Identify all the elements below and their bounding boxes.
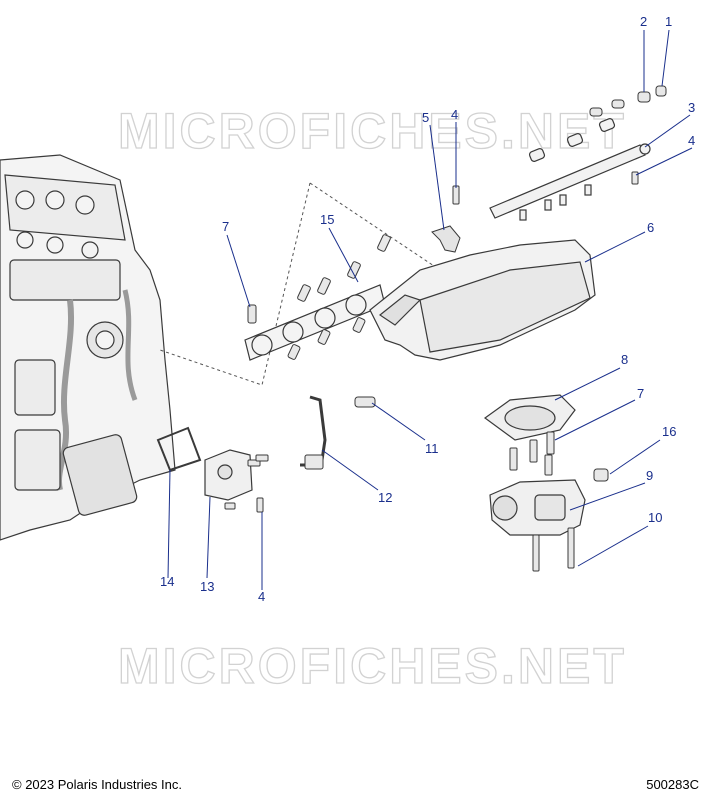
callout-8: 8 bbox=[621, 352, 628, 367]
part-5-sensor bbox=[431, 225, 461, 253]
part-13-screws bbox=[224, 454, 269, 510]
callout-10: 10 bbox=[648, 510, 662, 525]
assembly-dashed-line bbox=[159, 182, 441, 386]
part-12-connector bbox=[304, 454, 324, 470]
callout-11: 11 bbox=[425, 441, 439, 456]
callout-13: 13 bbox=[200, 579, 214, 594]
callout-7a: 7 bbox=[222, 219, 229, 234]
part-13-cover bbox=[204, 449, 253, 501]
part-16-plug bbox=[593, 468, 609, 482]
copyright-notice: © 2023 Polaris Industries Inc. bbox=[12, 777, 182, 792]
callout-2: 2 bbox=[640, 14, 647, 29]
watermark-top: MICROFICHES.NET bbox=[118, 103, 627, 159]
watermark-bottom: MICROFICHES.NET bbox=[118, 638, 627, 694]
callout-15: 15 bbox=[320, 212, 334, 227]
leader-lines bbox=[167, 29, 693, 590]
drawing-number: 500283C bbox=[646, 777, 699, 792]
part-14-gasket bbox=[156, 426, 202, 472]
callout-4b: 4 bbox=[688, 133, 695, 148]
callout-7b: 7 bbox=[637, 386, 644, 401]
part-7-bolts bbox=[509, 431, 555, 476]
callout-14: 14 bbox=[160, 574, 174, 589]
part-10-bolts bbox=[532, 527, 575, 572]
callout-6: 6 bbox=[647, 220, 654, 235]
part-1-2-injector-seals bbox=[589, 85, 667, 117]
callout-4a: 4 bbox=[451, 107, 458, 122]
callout-9: 9 bbox=[646, 468, 653, 483]
callout-4c: 4 bbox=[258, 589, 265, 604]
callout-1: 1 bbox=[665, 14, 672, 29]
part-3-fuel-rail bbox=[489, 118, 651, 221]
part-9-throttle-body bbox=[489, 479, 586, 536]
part-15-intake-gasket bbox=[244, 284, 386, 361]
part-11-sensor bbox=[354, 396, 376, 408]
callout-5: 5 bbox=[422, 110, 429, 125]
callout-12: 12 bbox=[378, 490, 392, 505]
engine-block bbox=[0, 154, 176, 541]
part-8-adapter bbox=[483, 394, 576, 441]
callout-3: 3 bbox=[688, 100, 695, 115]
part-6-intake-manifold bbox=[369, 239, 596, 361]
callouts: 1 2 3 4 4 4 5 6 7 7 8 9 10 11 12 13 14 1… bbox=[160, 14, 695, 604]
callout-16: 16 bbox=[662, 424, 676, 439]
